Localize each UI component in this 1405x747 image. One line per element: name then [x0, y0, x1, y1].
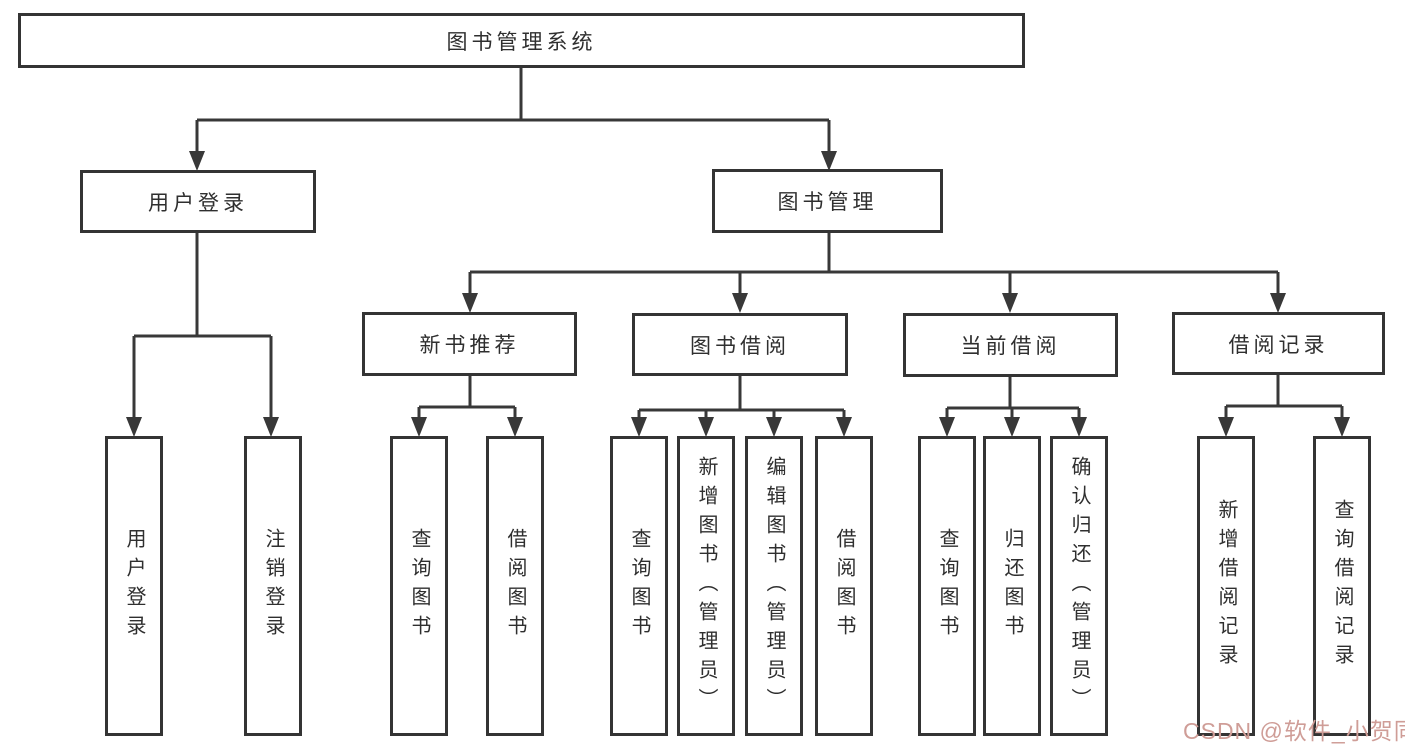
connector-borrow-record-children — [1224, 375, 1344, 421]
leaf-query-books-current-label: 查询图书 — [936, 528, 958, 644]
csdn-watermark: CSDN @软件_小贺同学 — [1183, 718, 1405, 744]
connector-new-book-children — [417, 376, 517, 421]
arrowhead — [1218, 417, 1234, 437]
arrowhead — [631, 417, 647, 437]
leaf-query-books-recommend: 查询图书 — [390, 436, 448, 736]
leaf-query-borrow-record: 查询借阅记录 — [1313, 436, 1371, 736]
arrowhead — [507, 417, 523, 437]
arrowhead — [1071, 417, 1087, 437]
arrowhead — [1002, 293, 1018, 313]
arrowhead — [836, 417, 852, 437]
node-new-book-recommend-label: 新书推荐 — [419, 334, 520, 357]
node-root: 图书管理系统 — [18, 13, 1025, 68]
arrowhead — [766, 417, 782, 437]
leaf-borrow-books-recommend: 借阅图书 — [486, 436, 544, 736]
leaf-return-books: 归还图书 — [983, 436, 1041, 736]
leaf-add-borrow-record: 新增借阅记录 — [1197, 436, 1255, 736]
arrowhead — [821, 151, 837, 171]
leaf-user-login: 用户登录 — [105, 436, 163, 736]
arrowhead — [1270, 293, 1286, 313]
node-user-login-label: 用户登录 — [148, 191, 248, 215]
node-borrow-records-label: 借阅记录 — [1228, 333, 1329, 357]
leaf-edit-books-admin: 编辑图书（管理员） — [745, 436, 803, 736]
node-user-login: 用户登录 — [80, 170, 316, 233]
connector-root-to-level2 — [195, 68, 831, 155]
connector-book-mgmt-children — [468, 233, 1280, 297]
leaf-borrow-books-label: 借阅图书 — [833, 528, 855, 644]
leaf-query-books-borrow: 查询图书 — [610, 436, 668, 736]
arrowhead — [939, 417, 955, 437]
leaf-logout-label: 注销登录 — [262, 528, 284, 644]
arrowhead — [189, 151, 205, 171]
node-book-borrow-label: 图书借阅 — [690, 334, 790, 358]
node-book-management: 图书管理 — [712, 169, 943, 233]
leaf-add-books-admin: 新增图书（管理员） — [677, 436, 735, 736]
arrowhead — [462, 293, 478, 313]
node-book-management-label: 图书管理 — [777, 191, 878, 214]
leaf-return-books-label: 归还图书 — [1001, 528, 1023, 644]
leaf-add-books-admin-label: 新增图书（管理员） — [695, 455, 717, 717]
arrowhead — [732, 293, 748, 313]
node-new-book-recommend: 新书推荐 — [362, 312, 577, 376]
node-borrow-records: 借阅记录 — [1172, 312, 1385, 375]
node-current-borrow-label: 当前借阅 — [960, 335, 1061, 358]
connector-current-borrow-children — [945, 377, 1081, 421]
leaf-user-login-label: 用户登录 — [123, 528, 145, 644]
arrowhead — [698, 417, 714, 437]
leaf-borrow-books: 借阅图书 — [815, 436, 873, 736]
leaf-borrow-books-recommend-label: 借阅图书 — [504, 528, 526, 644]
arrowhead — [263, 417, 279, 437]
node-book-borrow: 图书借阅 — [632, 313, 848, 376]
leaf-logout: 注销登录 — [244, 436, 302, 736]
node-current-borrow: 当前借阅 — [903, 313, 1118, 377]
leaf-query-books-recommend-label: 查询图书 — [408, 528, 430, 644]
leaf-confirm-return-admin-label: 确认归还（管理员） — [1068, 455, 1090, 717]
arrowhead — [411, 417, 427, 437]
node-root-label: 图书管理系统 — [446, 30, 597, 54]
leaf-add-borrow-record-label: 新增借阅记录 — [1215, 499, 1237, 673]
arrowhead — [126, 417, 142, 437]
connector-book-borrow-children — [637, 376, 846, 421]
leaf-confirm-return-admin: 确认归还（管理员） — [1050, 436, 1108, 736]
leaf-query-borrow-record-label: 查询借阅记录 — [1331, 499, 1353, 673]
arrowhead — [1004, 417, 1020, 437]
leaf-query-books-borrow-label: 查询图书 — [628, 528, 650, 644]
connector-user-login-children — [132, 233, 273, 421]
leaf-query-books-current: 查询图书 — [918, 436, 976, 736]
leaf-edit-books-admin-label: 编辑图书（管理员） — [763, 455, 785, 717]
arrowhead — [1334, 417, 1350, 437]
